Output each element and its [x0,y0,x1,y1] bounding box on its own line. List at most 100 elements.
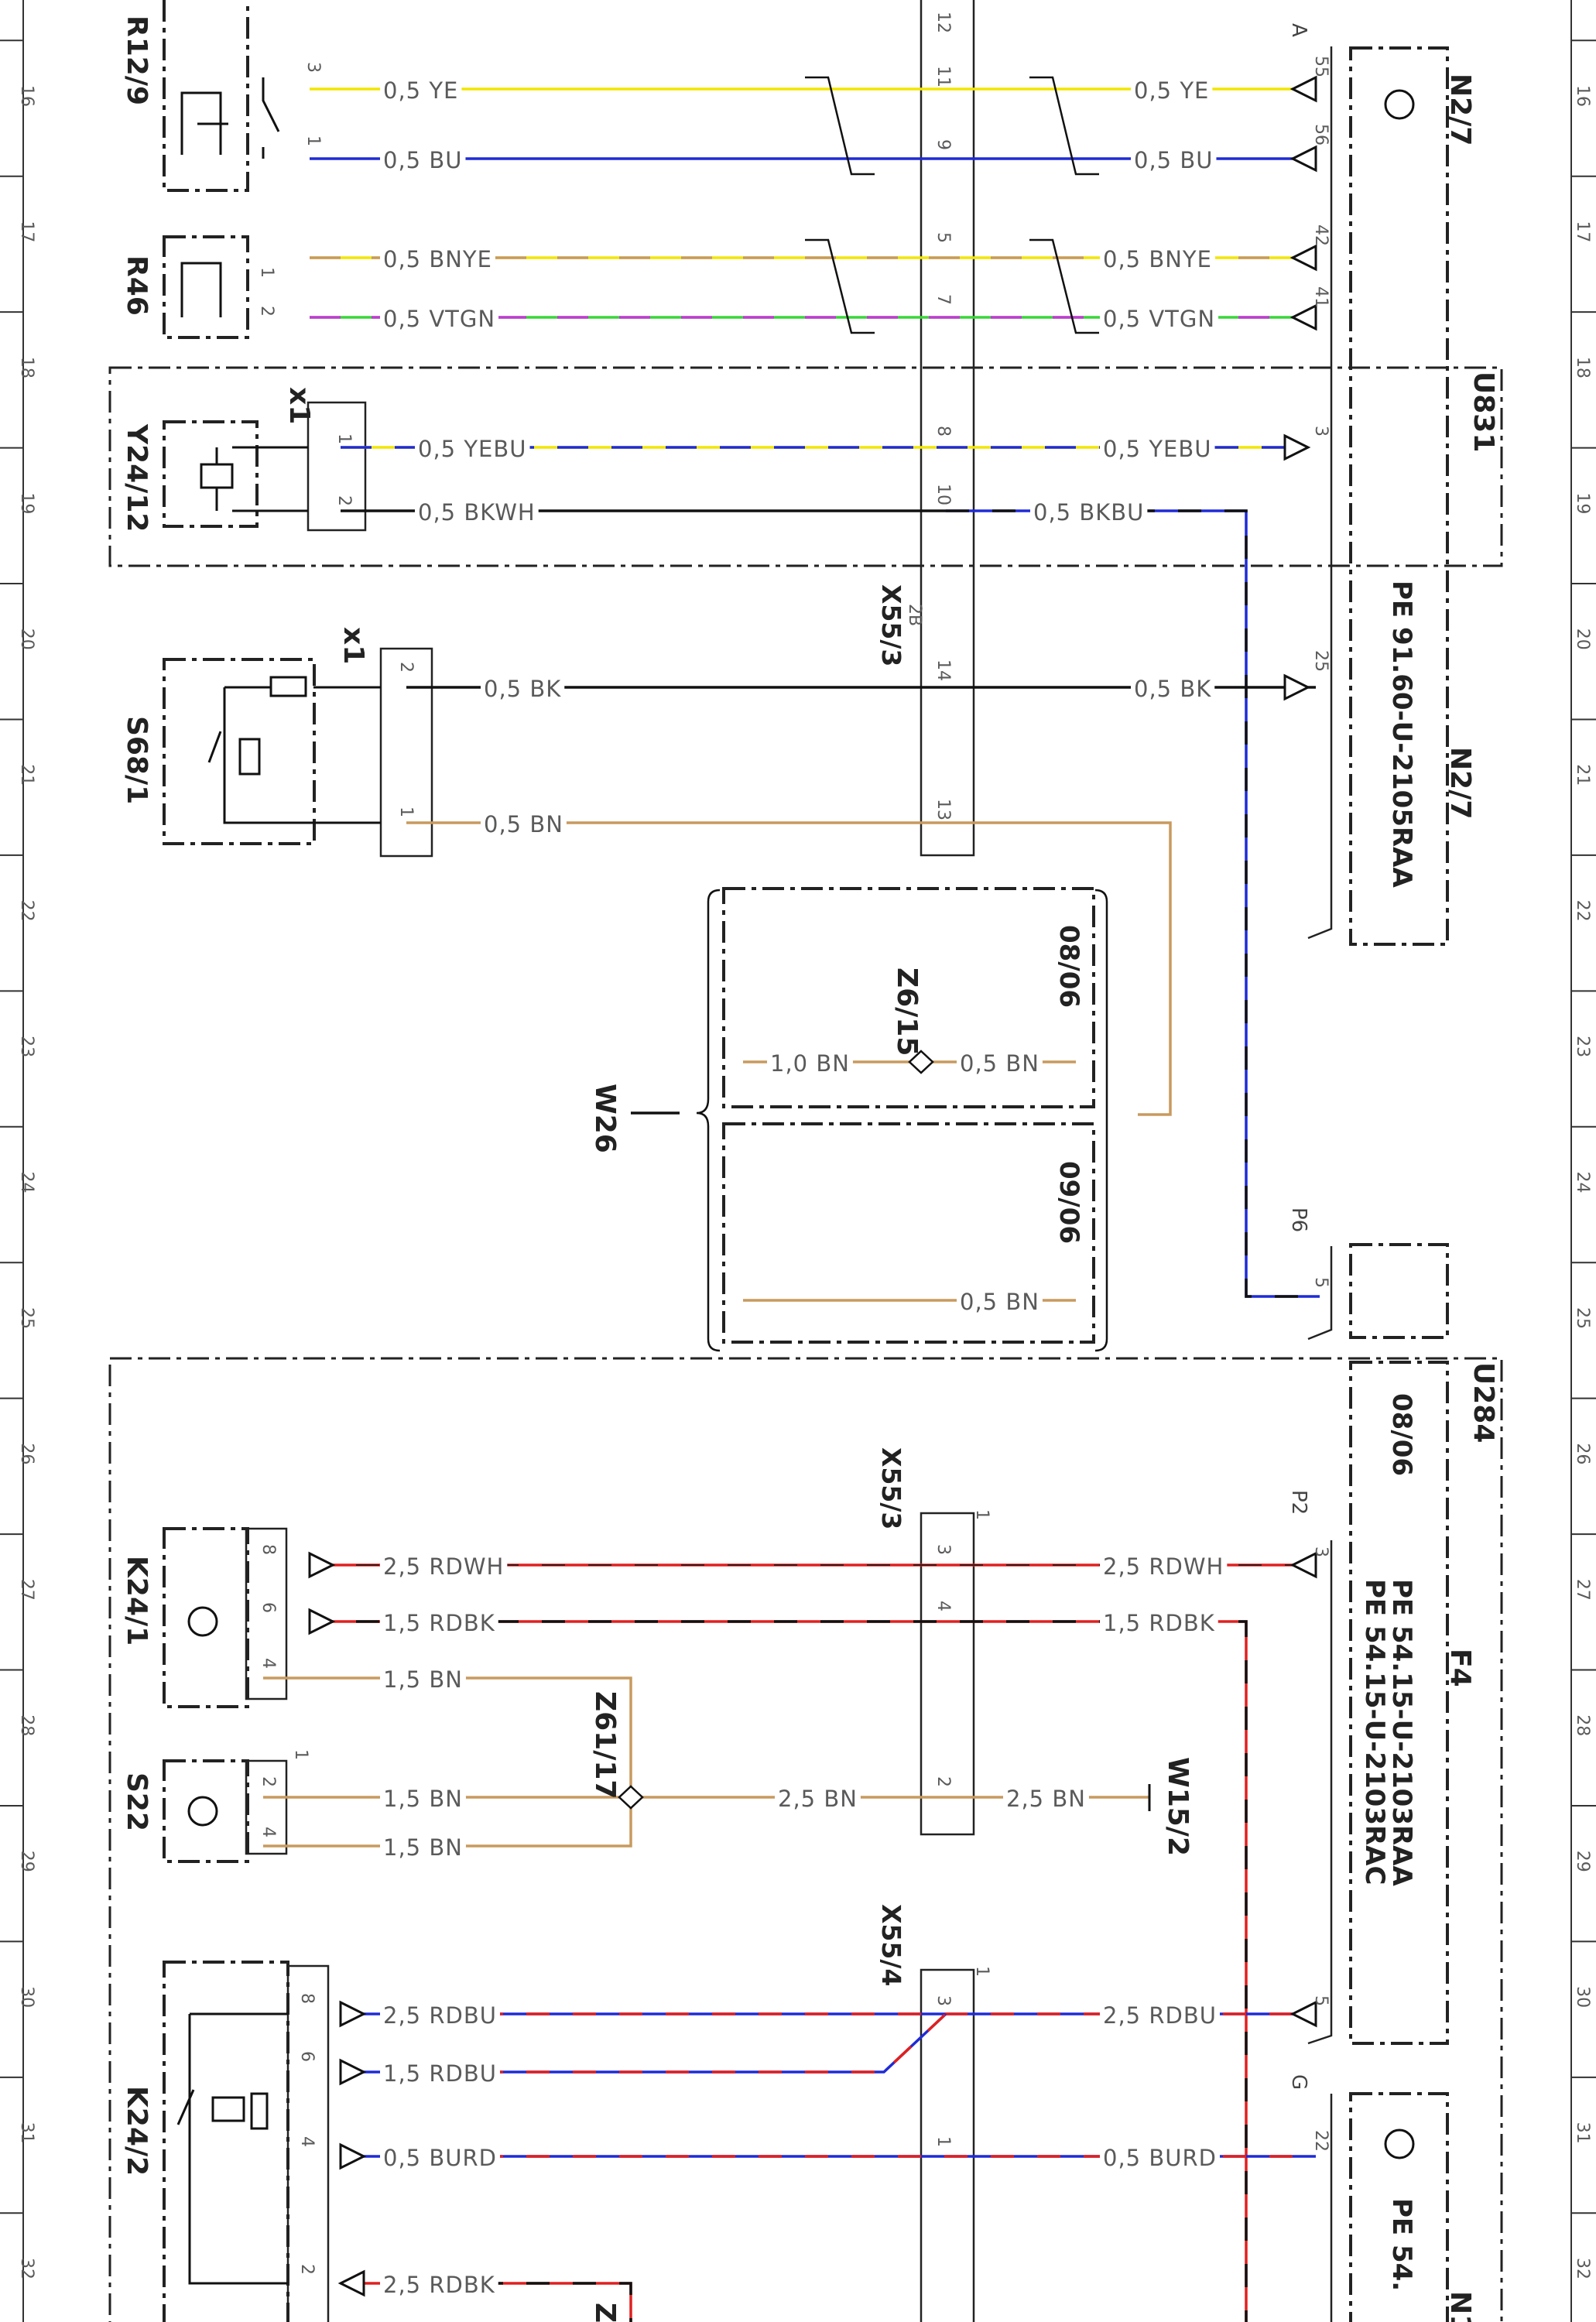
label-references-date_c: 08/06 [1386,1393,1417,1476]
wire-label-k242_burd_l: 0,5 BURD [383,2145,497,2171]
wire-label-bg [1131,77,1213,104]
bundle-break-4 [1029,238,1099,334]
ruler-label-left: 21 [17,764,36,786]
n27-box-top [1349,46,1449,946]
wire-label-bg [380,77,462,104]
wire-label-bg [1100,246,1215,272]
splice-z61-17 [618,1785,644,1810]
label-connectors-X55_3_top: X55/3 [876,584,906,666]
arrow-pin-42 [1289,244,1317,272]
label-references-pe_f4_a: PE 54.15-U-2103RAA [1386,1579,1417,1886]
arrow-k242-8 [339,2000,367,2028]
wire-label-y24_yebu_l: 0,5 YEBU [418,436,527,462]
label-components-Y24_12: Y24/12 [121,423,152,532]
wire-label-bg [767,1050,853,1077]
p2-connector [1307,1540,1333,2045]
label-components-Z61_17: Z61/17 [589,1691,621,1799]
wire-label-bg [415,499,539,526]
n1-box [1349,2092,1449,2322]
pin-y24_1: 1 [334,433,354,444]
pin-n27_3: 3 [1311,426,1331,437]
wire-bkbu [946,509,1320,1298]
wire-label-bg [1131,147,1217,173]
wire-label-y24_bkwh: 0,5 BKWH [418,499,536,526]
label-components-F4: F4 [1444,1649,1476,1687]
wire-label-bg [1100,436,1215,462]
arrow-p2-5 [1289,2000,1317,2028]
wire-label-k242_rdbu_r: 2,5 RDBU [1103,2002,1217,2029]
wire-label-r46_bnye_l: 0,5 BNYE [383,246,492,272]
ruler-label-right: 31 [1573,2122,1592,2144]
label-connectors-X55_3_mid: X55/3 [876,1447,906,1529]
wire-label-z61_bn: 2,5 BN [778,1786,858,1812]
pin-x553_10: 10 [933,484,953,505]
bundle-break-3 [805,238,875,334]
ruler-label-left: 20 [17,628,36,650]
wire-rdbu-2 [341,2012,947,2074]
wire-label-w15_bn: 2,5 BN [1006,1786,1086,1812]
pin-k241_6: 6 [259,1602,278,1613]
wire-label-r12_ye_l: 0,5 YE [383,77,458,104]
k24-2-switch [176,2012,288,2285]
y24-coil-leads [215,446,308,512]
arrow-p2-3 [1289,1551,1317,1579]
ruler-label-left: 27 [17,1579,36,1601]
wire-label-k242_rdbu_l: 2,5 RDBU [383,2002,497,2029]
k24-1-connector [245,1527,288,1700]
label-connectors-G: G [1287,2074,1310,2090]
wire-label-k242_rdbk: 2,5 RDBK [383,2272,495,2298]
wire-bkbu-stripe [946,509,1320,1298]
wire-label-bg [380,2272,498,2298]
ruler-label-right: 21 [1573,764,1592,786]
pin-x553_13: 13 [933,799,953,820]
ruler-label-right: 25 [1573,1307,1592,1329]
label-components-R46: R46 [121,255,152,316]
pin-s68_1: 1 [396,807,416,817]
pin-k242_6: 6 [297,2051,317,2062]
label-components-K24_2: K24/2 [121,2086,152,2176]
wire-label-s68_bk_l: 0,5 BK [484,676,561,702]
wire-label-bg [380,1786,466,1812]
z6-15-box-b [722,1122,1095,1344]
wire-label-k24_rdwh_r: 2,5 RDWH [1103,1553,1224,1580]
pin-k242_4: 4 [297,2136,317,2147]
wire-label-s22_bn_a: 1,5 BN [383,1786,463,1812]
pin-g_22: 22 [1311,2130,1331,2152]
wire-label-s22_bn_b: 1,5 BN [383,1834,463,1861]
wire-label-bg [380,1834,466,1861]
wire-label-bg [957,1050,1043,1077]
ruler-label-left: 26 [17,1443,36,1464]
label-components-N2_7_top: N2/7 [1444,74,1476,146]
label-references-date_b: 09/06 [1053,1161,1084,1244]
r12-9-box [163,0,249,192]
ruler-label-left: 31 [17,2122,36,2144]
ruler-label-right: 20 [1573,628,1592,650]
wire-label-k24_bn: 1,5 BN [383,1666,463,1693]
z6-15-box-a [722,887,1095,1108]
pin-r46_2: 2 [257,306,276,317]
wire-label-s68_bk_r: 0,5 BK [1134,676,1211,702]
x1-connector-y24 [307,401,367,532]
label-references-pe_n2_7: PE 91.60-U-2105RAA [1386,580,1417,888]
wire-label-bg [380,147,466,173]
label-connectors-P2: P2 [1287,1490,1310,1515]
arrow-pin-56 [1289,145,1317,173]
pin-n27_55: 55 [1311,56,1331,77]
splice-z6-15 [908,1050,934,1074]
wire-label-bg [481,811,567,837]
k24-1-motor-icon [187,1606,218,1637]
s22-connector [245,1759,288,1855]
wire-label-bg [1131,676,1215,702]
u831-boundary [108,366,1503,567]
label-components-S68_1: S68/1 [121,716,152,804]
pin-x553b_2: 2 [933,1776,953,1787]
wire-label-bg [1100,1610,1218,1636]
pin-x553_7: 7 [933,294,953,305]
n27-motor-icon-top [1384,89,1415,120]
pin-k242_8: 8 [297,1993,317,2004]
wire-label-z6_bn_l: 1,0 BN [770,1050,850,1077]
pin-r46_1: 1 [257,267,276,278]
s68-resistor-2 [238,738,261,776]
brace-right [1094,889,1108,1352]
ruler-label-right: 28 [1573,1714,1592,1736]
